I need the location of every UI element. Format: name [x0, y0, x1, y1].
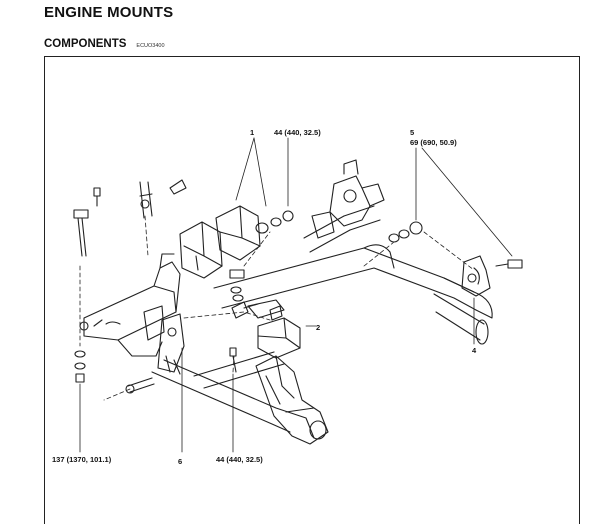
section-heading-row: COMPONENTS ECUO3400	[44, 38, 165, 50]
engine-mount-blocks	[179, 205, 261, 279]
upper-right-bracket	[311, 159, 385, 239]
document-code: ECUO3400	[136, 43, 165, 49]
engine-mount-2	[247, 299, 301, 359]
callout-bottom-torque: 44 (440, 32.5)	[216, 455, 263, 464]
callout-1-torque: 44 (440, 32.5)	[274, 128, 321, 137]
engine-mount-diagram: 1 44 (440, 32.5) 5 69 (690, 50.9) 2 4 6 …	[52, 128, 523, 466]
diagram-frame	[44, 56, 580, 524]
fasteners	[73, 179, 523, 394]
right-lower-tower	[255, 355, 329, 445]
page-title: ENGINE MOUNTS	[44, 4, 174, 21]
lower-subframe	[79, 253, 315, 439]
callout-left-torque: 137 (1370, 101.1)	[52, 455, 112, 464]
pipe-clamp	[461, 255, 491, 297]
callout-5-number: 5	[410, 128, 414, 137]
callout-5-torque: 69 (690, 50.9)	[410, 138, 457, 147]
callout-4-number: 4	[472, 346, 477, 355]
callout-6-number: 6	[178, 457, 182, 466]
callout-2-number: 2	[316, 323, 320, 332]
callout-1-number: 1	[250, 128, 254, 137]
assembly-lines	[79, 215, 475, 401]
callout-leaders	[79, 137, 513, 453]
section-title: COMPONENTS	[44, 38, 127, 50]
